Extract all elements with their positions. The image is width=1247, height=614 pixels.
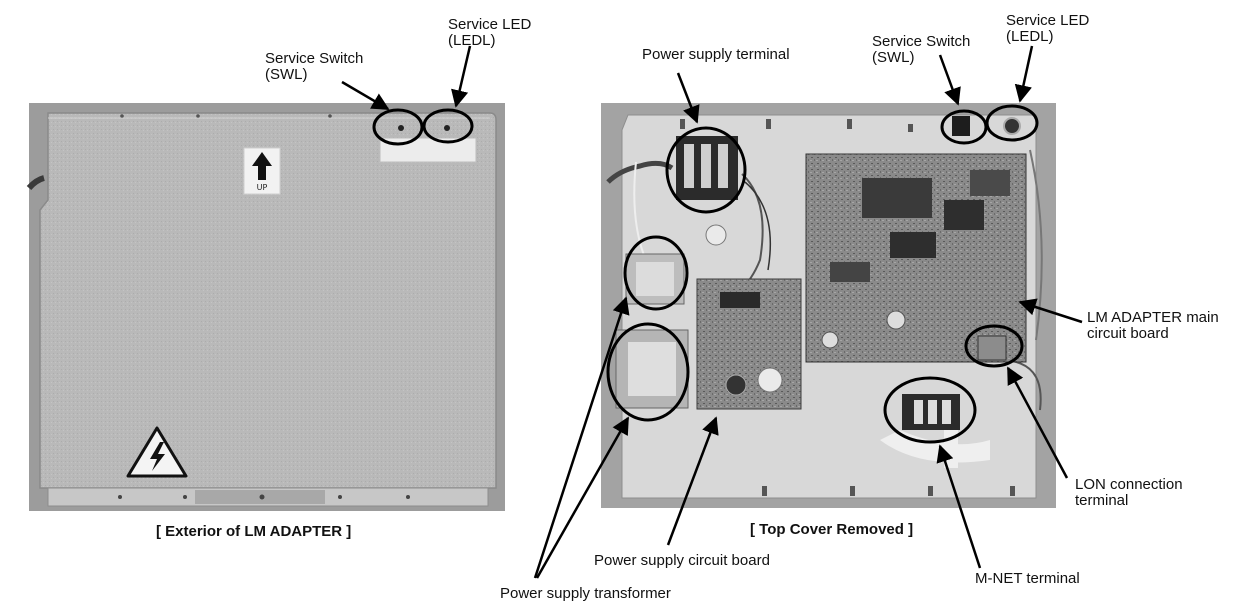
service-switch-label-right: Service Switch (SWL) [872,33,971,66]
interior-photo [601,103,1056,508]
lon-terminal-highlight [964,324,1024,368]
service-led-arrow-left [451,45,472,108]
transformer-upper-highlight [623,235,689,311]
service-led-highlight-right [985,104,1039,142]
service-led-label-right: Service LED (LEDL) [1006,12,1090,45]
service-switch-arrow-right [938,54,961,106]
service-switch-highlight-right [940,109,988,145]
power-supply-board-label: Power supply circuit board [594,552,770,569]
service-led-label-left: Service LED (LEDL) [448,16,532,49]
mnet-terminal-highlight [883,376,977,444]
mnet-terminal-arrow [936,444,982,569]
lon-terminal-arrow [1006,366,1069,479]
main-board-label: LM ADAPTER main circuit board [1087,309,1219,342]
service-switch-label-left: Service Switch (SWL) [265,50,364,83]
service-led-arrow-right [1014,45,1034,103]
service-led-highlight-left [422,108,474,144]
exterior-photo: UP [26,103,505,511]
power-supply-terminal-arrow [676,72,700,124]
interior-caption: [ Top Cover Removed ] [750,521,914,538]
transformer-arrow-1 [533,296,630,579]
service-switch-arrow-left [341,80,390,111]
power-supply-board-arrow [666,416,719,546]
service-switch-highlight-left [372,108,424,146]
transformer-lower-highlight [606,322,690,422]
transformer-label: Power supply transformer [500,585,671,602]
exterior-caption: [ Exterior of LM ADAPTER ] [156,523,352,540]
transformer-arrow-2 [535,416,630,579]
power-supply-terminal-label: Power supply terminal [642,46,790,63]
main-board-arrow [1018,298,1083,324]
up-sticker-text: UP [257,183,268,192]
mnet-terminal-label: M-NET terminal [975,570,1080,587]
lon-terminal-label: LON connection terminal [1075,476,1183,509]
power-supply-terminal-highlight [665,126,747,214]
